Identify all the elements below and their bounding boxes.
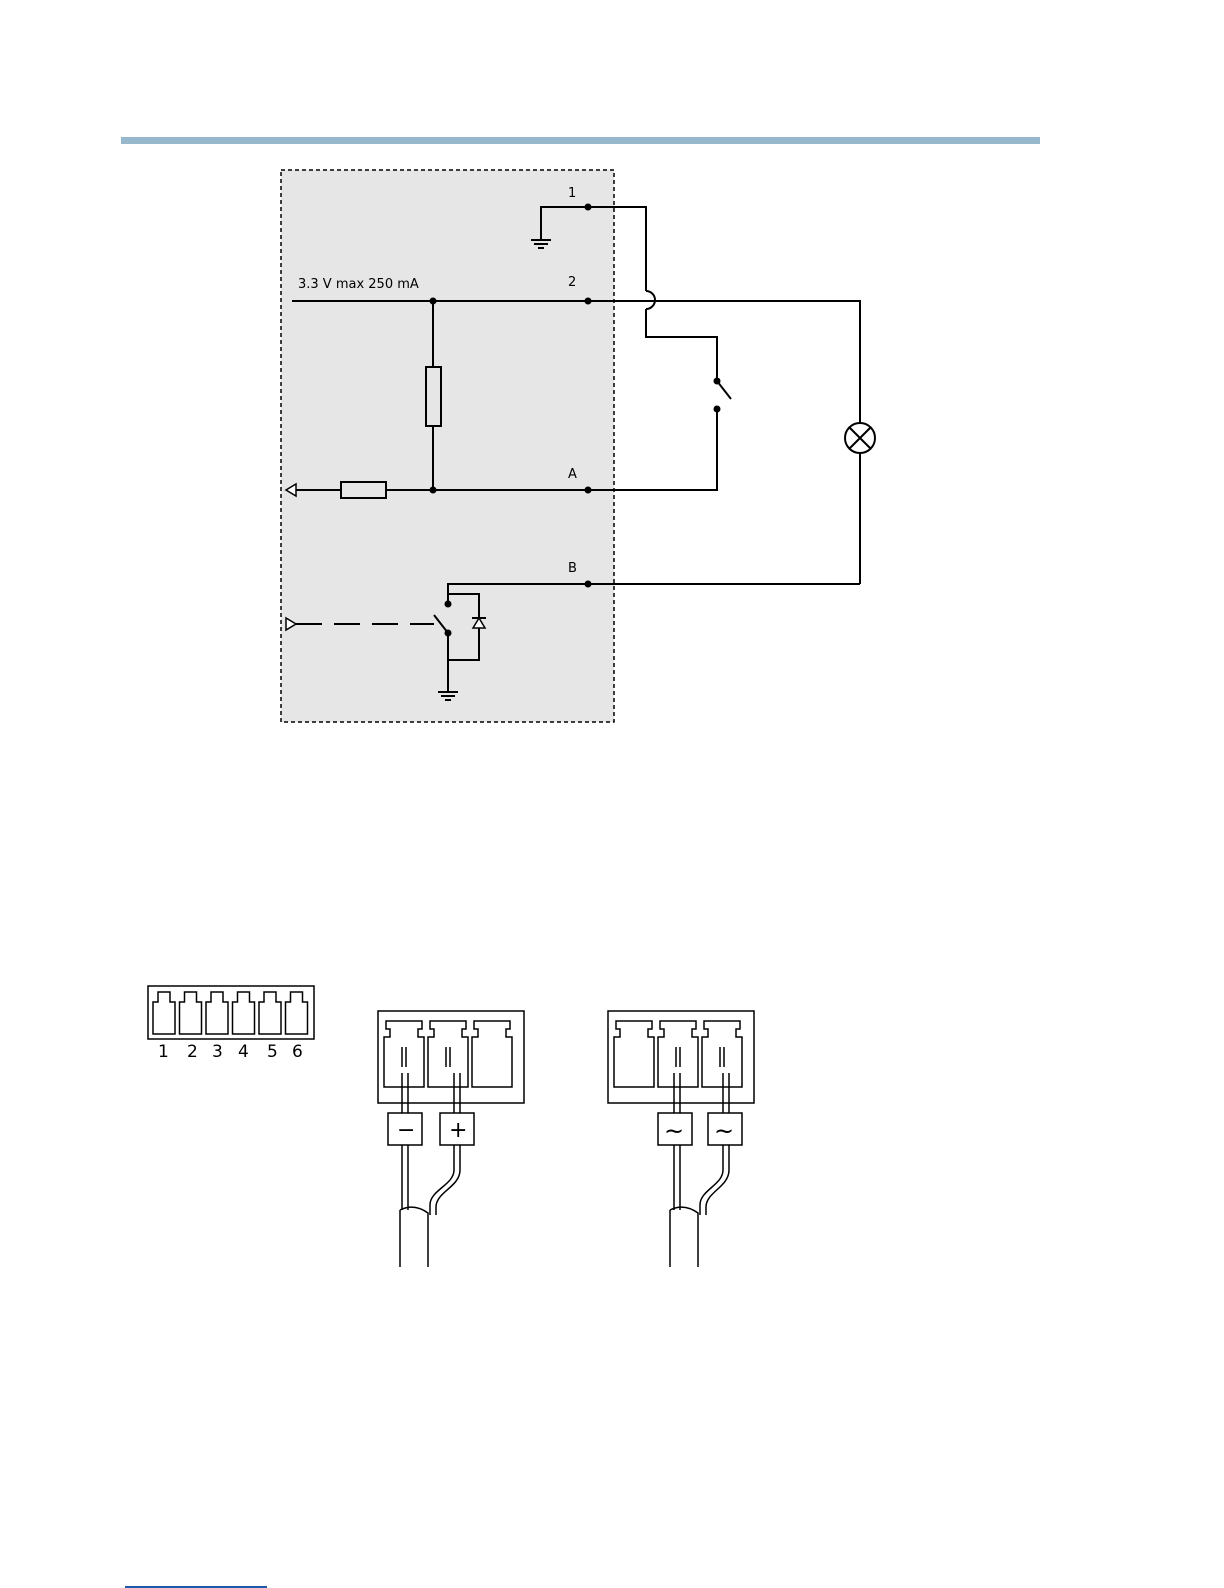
ac-symbol-2: ~ [714, 1117, 734, 1145]
pin-number-2: 2 [187, 1042, 198, 1062]
ac-symbol-1: ~ [664, 1117, 684, 1145]
pin-1-label: 1 [568, 186, 576, 201]
pin-number-1: 1 [158, 1042, 169, 1062]
pin-a-label: A [568, 467, 577, 482]
terminal-connector-6pin: 1 2 3 4 5 6 [140, 980, 340, 1070]
pin-2-label: 2 [568, 275, 576, 290]
dc-power-connector: − + [370, 1005, 530, 1275]
io-circuit-diagram: 1 3.3 V max 250 mA 2 A B [0, 0, 1224, 760]
ac-power-connector: ~ ~ [600, 1005, 760, 1275]
pin-number-3: 3 [212, 1042, 223, 1062]
pin-number-5: 5 [267, 1042, 278, 1062]
plus-symbol: + [449, 1118, 467, 1143]
pin-number-6: 6 [292, 1042, 303, 1062]
supply-label: 3.3 V max 250 mA [298, 277, 419, 292]
minus-symbol: − [397, 1118, 415, 1143]
pin-b-label: B [568, 561, 577, 576]
pin-number-4: 4 [238, 1042, 249, 1062]
